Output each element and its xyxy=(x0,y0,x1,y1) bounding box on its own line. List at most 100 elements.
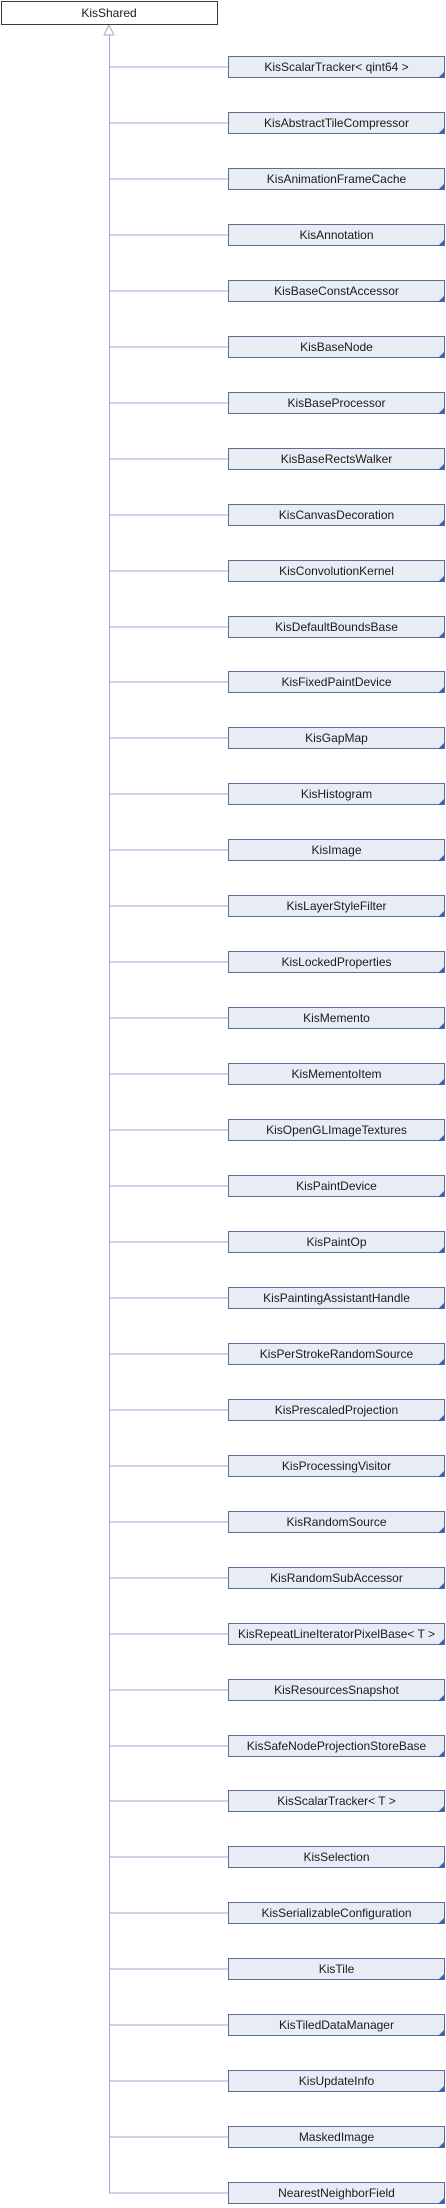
child-class-node[interactable]: KisTiledDataManager xyxy=(228,2014,445,2037)
child-class-box[interactable] xyxy=(228,280,445,302)
root-class-box[interactable] xyxy=(1,1,218,25)
child-class-node[interactable]: KisFixedPaintDevice xyxy=(228,671,445,694)
child-class-box[interactable] xyxy=(228,1846,445,1868)
child-class-node[interactable]: KisAnnotation xyxy=(228,224,445,247)
child-class-node[interactable]: MaskedImage xyxy=(228,2126,445,2149)
child-class-box[interactable] xyxy=(228,1902,445,1924)
child-class-box[interactable] xyxy=(228,2070,445,2092)
child-class-node[interactable]: KisPerStrokeRandomSource xyxy=(228,1343,445,1366)
child-class-box[interactable] xyxy=(228,1399,445,1421)
child-class-node[interactable]: KisResourcesSnapshot xyxy=(228,1679,445,1702)
child-class-label: KisScalarTracker< T > xyxy=(277,1794,396,1808)
child-class-box[interactable] xyxy=(228,1119,445,1141)
child-class-node[interactable]: KisPrescaledProjection xyxy=(228,1399,445,1422)
child-class-node[interactable]: KisOpenGLImageTextures xyxy=(228,1119,445,1142)
child-class-box[interactable] xyxy=(228,2014,445,2036)
child-class-box[interactable] xyxy=(228,392,445,414)
child-class-node[interactable]: KisLockedProperties xyxy=(228,951,445,974)
child-class-label: KisAnnotation xyxy=(299,228,373,242)
collapsed-node-marker-icon xyxy=(438,1247,444,1253)
child-class-node[interactable]: KisMementoItem xyxy=(228,1063,445,1086)
child-class-box[interactable] xyxy=(228,1007,445,1029)
child-class-box[interactable] xyxy=(228,1958,445,1980)
child-class-box[interactable] xyxy=(228,1623,445,1645)
child-class-label: KisSelection xyxy=(303,1850,369,1864)
collapsed-node-marker-icon xyxy=(438,1359,444,1365)
collapsed-node-marker-icon xyxy=(438,1918,444,1924)
child-class-box[interactable] xyxy=(228,783,445,805)
child-class-node[interactable]: KisRepeatLineIteratorPixelBase< T > xyxy=(228,1623,445,1646)
child-class-node[interactable]: KisDefaultBoundsBase xyxy=(228,616,445,639)
child-class-node[interactable]: KisLayerStyleFilter xyxy=(228,895,445,918)
child-class-box[interactable] xyxy=(228,1343,445,1365)
child-class-box[interactable] xyxy=(228,2126,445,2148)
child-class-box[interactable] xyxy=(228,2182,445,2204)
child-class-box[interactable] xyxy=(228,56,445,78)
child-class-label: KisPrescaledProjection xyxy=(275,1403,398,1417)
child-class-label: KisTile xyxy=(319,1962,355,1976)
child-class-node[interactable]: KisScalarTracker< T > xyxy=(228,1790,445,1813)
child-class-box[interactable] xyxy=(228,1567,445,1589)
child-class-node[interactable]: KisRandomSubAccessor xyxy=(228,1567,445,1590)
child-class-box[interactable] xyxy=(228,727,445,749)
child-class-box[interactable] xyxy=(228,616,445,638)
child-class-box[interactable] xyxy=(228,448,445,470)
child-class-node[interactable]: KisPaintingAssistantHandle xyxy=(228,1287,445,1310)
child-class-node[interactable]: KisPaintDevice xyxy=(228,1175,445,1198)
child-class-node[interactable]: KisUpdateInfo xyxy=(228,2070,445,2093)
child-class-box[interactable] xyxy=(228,671,445,693)
child-class-box[interactable] xyxy=(228,504,445,526)
child-class-node[interactable]: KisHistogram xyxy=(228,783,445,806)
child-class-box[interactable] xyxy=(228,839,445,861)
child-class-box[interactable] xyxy=(228,1175,445,1197)
child-class-node[interactable]: KisImage xyxy=(228,839,445,862)
collapsed-node-marker-icon xyxy=(438,1862,444,1868)
child-class-box[interactable] xyxy=(228,895,445,917)
child-class-node[interactable]: KisSelection xyxy=(228,1846,445,1869)
child-class-label: KisTiledDataManager xyxy=(279,2018,394,2032)
root-class-node[interactable]: KisShared xyxy=(1,1,218,25)
child-class-node[interactable]: KisProcessingVisitor xyxy=(228,1455,445,1478)
child-class-node[interactable]: KisGapMap xyxy=(228,727,445,750)
collapsed-node-marker-icon xyxy=(438,1695,444,1701)
child-class-label: KisBaseConstAccessor xyxy=(274,284,399,298)
child-class-node[interactable]: KisTile xyxy=(228,1958,445,1981)
child-class-box[interactable] xyxy=(228,112,445,134)
child-class-node[interactable]: KisBaseNode xyxy=(228,336,445,359)
child-class-node[interactable]: KisBaseProcessor xyxy=(228,392,445,415)
child-class-box[interactable] xyxy=(228,336,445,358)
child-class-label: KisFixedPaintDevice xyxy=(281,675,391,689)
child-class-box[interactable] xyxy=(228,1511,445,1533)
child-class-node[interactable]: KisAnimationFrameCache xyxy=(228,168,445,191)
collapsed-node-marker-icon xyxy=(438,2142,444,2148)
child-class-box[interactable] xyxy=(228,560,445,582)
child-class-box[interactable] xyxy=(228,224,445,246)
collapsed-node-marker-icon xyxy=(438,632,444,638)
child-class-node[interactable]: KisBaseConstAccessor xyxy=(228,280,445,303)
child-class-node[interactable]: KisScalarTracker< qint64 > xyxy=(228,56,445,79)
child-class-box[interactable] xyxy=(228,1679,445,1701)
child-class-node[interactable]: KisMemento xyxy=(228,1007,445,1030)
child-class-box[interactable] xyxy=(228,1790,445,1812)
child-class-node[interactable]: KisAbstractTileCompressor xyxy=(228,112,445,135)
child-class-box[interactable] xyxy=(228,1735,445,1757)
child-class-node[interactable]: KisRandomSource xyxy=(228,1511,445,1534)
collapsed-node-marker-icon xyxy=(438,1023,444,1029)
child-class-node[interactable]: KisBaseRectsWalker xyxy=(228,448,445,471)
child-class-box[interactable] xyxy=(228,168,445,190)
child-class-box[interactable] xyxy=(228,1287,445,1309)
child-class-node[interactable]: KisSafeNodeProjectionStoreBase xyxy=(228,1735,445,1758)
child-class-box[interactable] xyxy=(228,951,445,973)
child-class-box[interactable] xyxy=(228,1063,445,1085)
child-class-node[interactable]: KisCanvasDecoration xyxy=(228,504,445,527)
child-class-box[interactable] xyxy=(228,1455,445,1477)
child-class-node[interactable]: KisSerializableConfiguration xyxy=(228,1902,445,1925)
child-class-label: KisResourcesSnapshot xyxy=(274,1683,399,1697)
child-class-node[interactable]: KisConvolutionKernel xyxy=(228,560,445,583)
collapsed-node-marker-icon xyxy=(438,296,444,302)
child-class-box[interactable] xyxy=(228,1231,445,1253)
child-class-label: KisMemento xyxy=(303,1011,370,1025)
child-class-node[interactable]: NearestNeighborField xyxy=(228,2182,445,2205)
child-class-node[interactable]: KisPaintOp xyxy=(228,1231,445,1254)
